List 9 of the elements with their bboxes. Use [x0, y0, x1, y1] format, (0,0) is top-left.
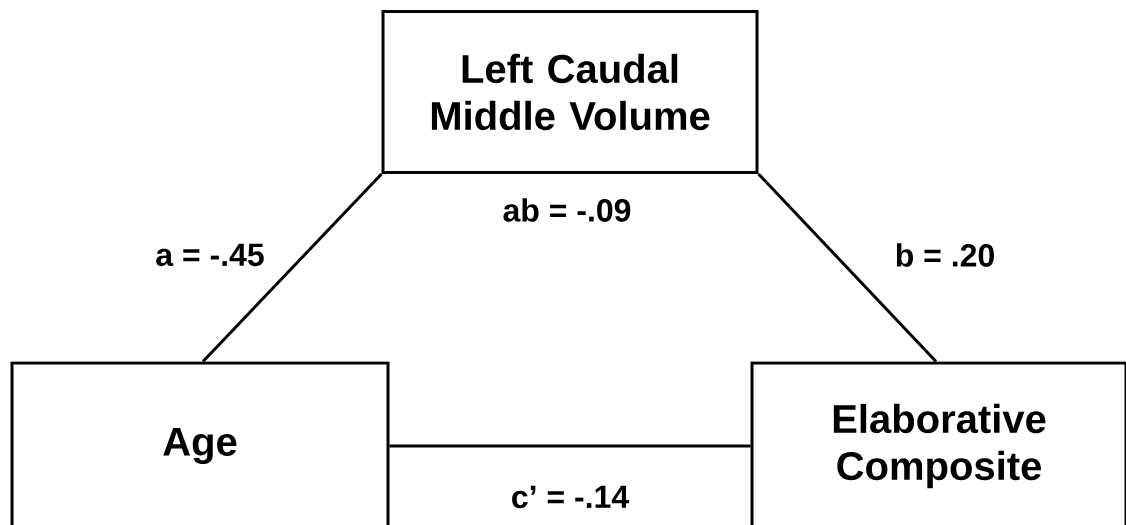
line	[201, 172, 383, 363]
box: Elaborative Composite	[750, 361, 1126, 525]
edge-label: b = .20	[896, 243, 994, 267]
line	[757, 172, 938, 363]
edge-label: c’ = -.14	[512, 485, 629, 509]
box: Age	[10, 361, 390, 525]
edge-label: a = -.45	[156, 243, 264, 267]
box: Left Caudal Middle Volume	[381, 10, 759, 174]
line	[389, 444, 751, 448]
